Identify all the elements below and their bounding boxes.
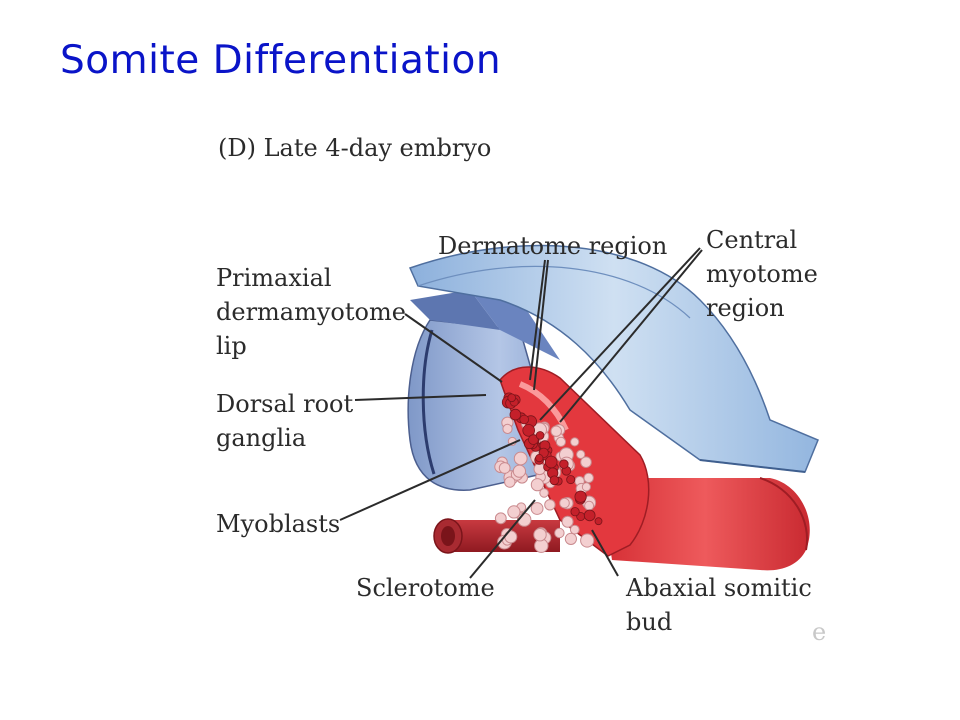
sclerotome-cell [576, 449, 586, 459]
label-central-myotome-2: myotome [706, 260, 818, 288]
sclerotome-cell [559, 497, 570, 509]
sclerotome-cell [584, 500, 595, 511]
neural-tube-block [407, 290, 561, 491]
sclerotome-cell [513, 451, 528, 466]
myoblast-cell [559, 459, 569, 469]
sclerotome-cell [569, 524, 580, 535]
label-primaxial-3: lip [216, 332, 247, 360]
sclerotome-cell [580, 533, 595, 548]
sclerotome-cell [504, 476, 516, 488]
label-sclerotome: Sclerotome [356, 574, 495, 602]
sclerotome-cell [512, 464, 527, 478]
sclerotome-cell [570, 437, 580, 447]
myoblast-cell [535, 453, 544, 463]
label-dermatome-region: Dermatome region [438, 232, 667, 260]
myoblast-cell [509, 408, 522, 421]
myoblast-cell [566, 475, 576, 485]
label-abaxial-1: Abaxial somitic [625, 574, 812, 602]
sclerotome-cell [530, 478, 545, 492]
label-cropped-fragment: e [812, 618, 826, 646]
label-abaxial-2: bud [626, 608, 672, 636]
sclerotome-cell [502, 423, 513, 434]
label-myoblasts: Myoblasts [216, 510, 340, 538]
myoblast-cell [519, 414, 529, 425]
cell-cluster [494, 392, 603, 553]
myoblast-cell [574, 490, 587, 503]
myoblast-cell [522, 424, 535, 437]
myoblast-cell [544, 455, 558, 469]
sclerotome-cell [581, 482, 592, 492]
label-central-myotome-3: region [706, 294, 785, 322]
labels: (D) Late 4-day embryo Dermatome region C… [216, 134, 826, 646]
label-central-myotome-1: Central [706, 226, 797, 254]
sclerotome-cell [561, 515, 574, 528]
sclerotome-cell [530, 502, 544, 515]
label-primaxial-2: dermamyotome [216, 298, 406, 326]
sclerotome-cell [580, 456, 592, 469]
sclerotome-cell [498, 462, 511, 474]
myoblast-cell [583, 509, 596, 522]
sclerotome-cell [494, 512, 507, 525]
sclerotome-cell [564, 532, 578, 546]
sclerotome-cell [533, 462, 546, 476]
label-dorsal-root-2: ganglia [216, 424, 306, 452]
sclerotome-cell [550, 425, 562, 437]
lower-myotome-cylinder [600, 477, 810, 571]
slide-title: Somite Differentiation [60, 38, 502, 83]
myotome-band [499, 366, 650, 557]
sclerotome-cell [533, 528, 547, 542]
label-primaxial-1: Primaxial [216, 264, 332, 292]
sclerotome-cell [555, 436, 567, 447]
myoblast-cell [594, 517, 603, 526]
myoblast-cell [570, 507, 580, 517]
sclerotome-cell [539, 488, 549, 498]
label-dorsal-root-1: Dorsal root [216, 390, 353, 418]
sclerotome-cell [544, 499, 556, 511]
sclerotome-cell [507, 505, 521, 519]
myoblast-cell [507, 393, 517, 403]
myoblast-cell [535, 431, 545, 440]
dermatome-sheet [408, 244, 819, 473]
sclerotome-cell [554, 527, 565, 539]
leader-lines [339, 247, 703, 579]
sclerotome-cell [583, 472, 594, 484]
panel-title: (D) Late 4-day embryo [218, 134, 491, 162]
myoblast-cell [549, 475, 560, 486]
myoblast-cell [528, 434, 539, 445]
